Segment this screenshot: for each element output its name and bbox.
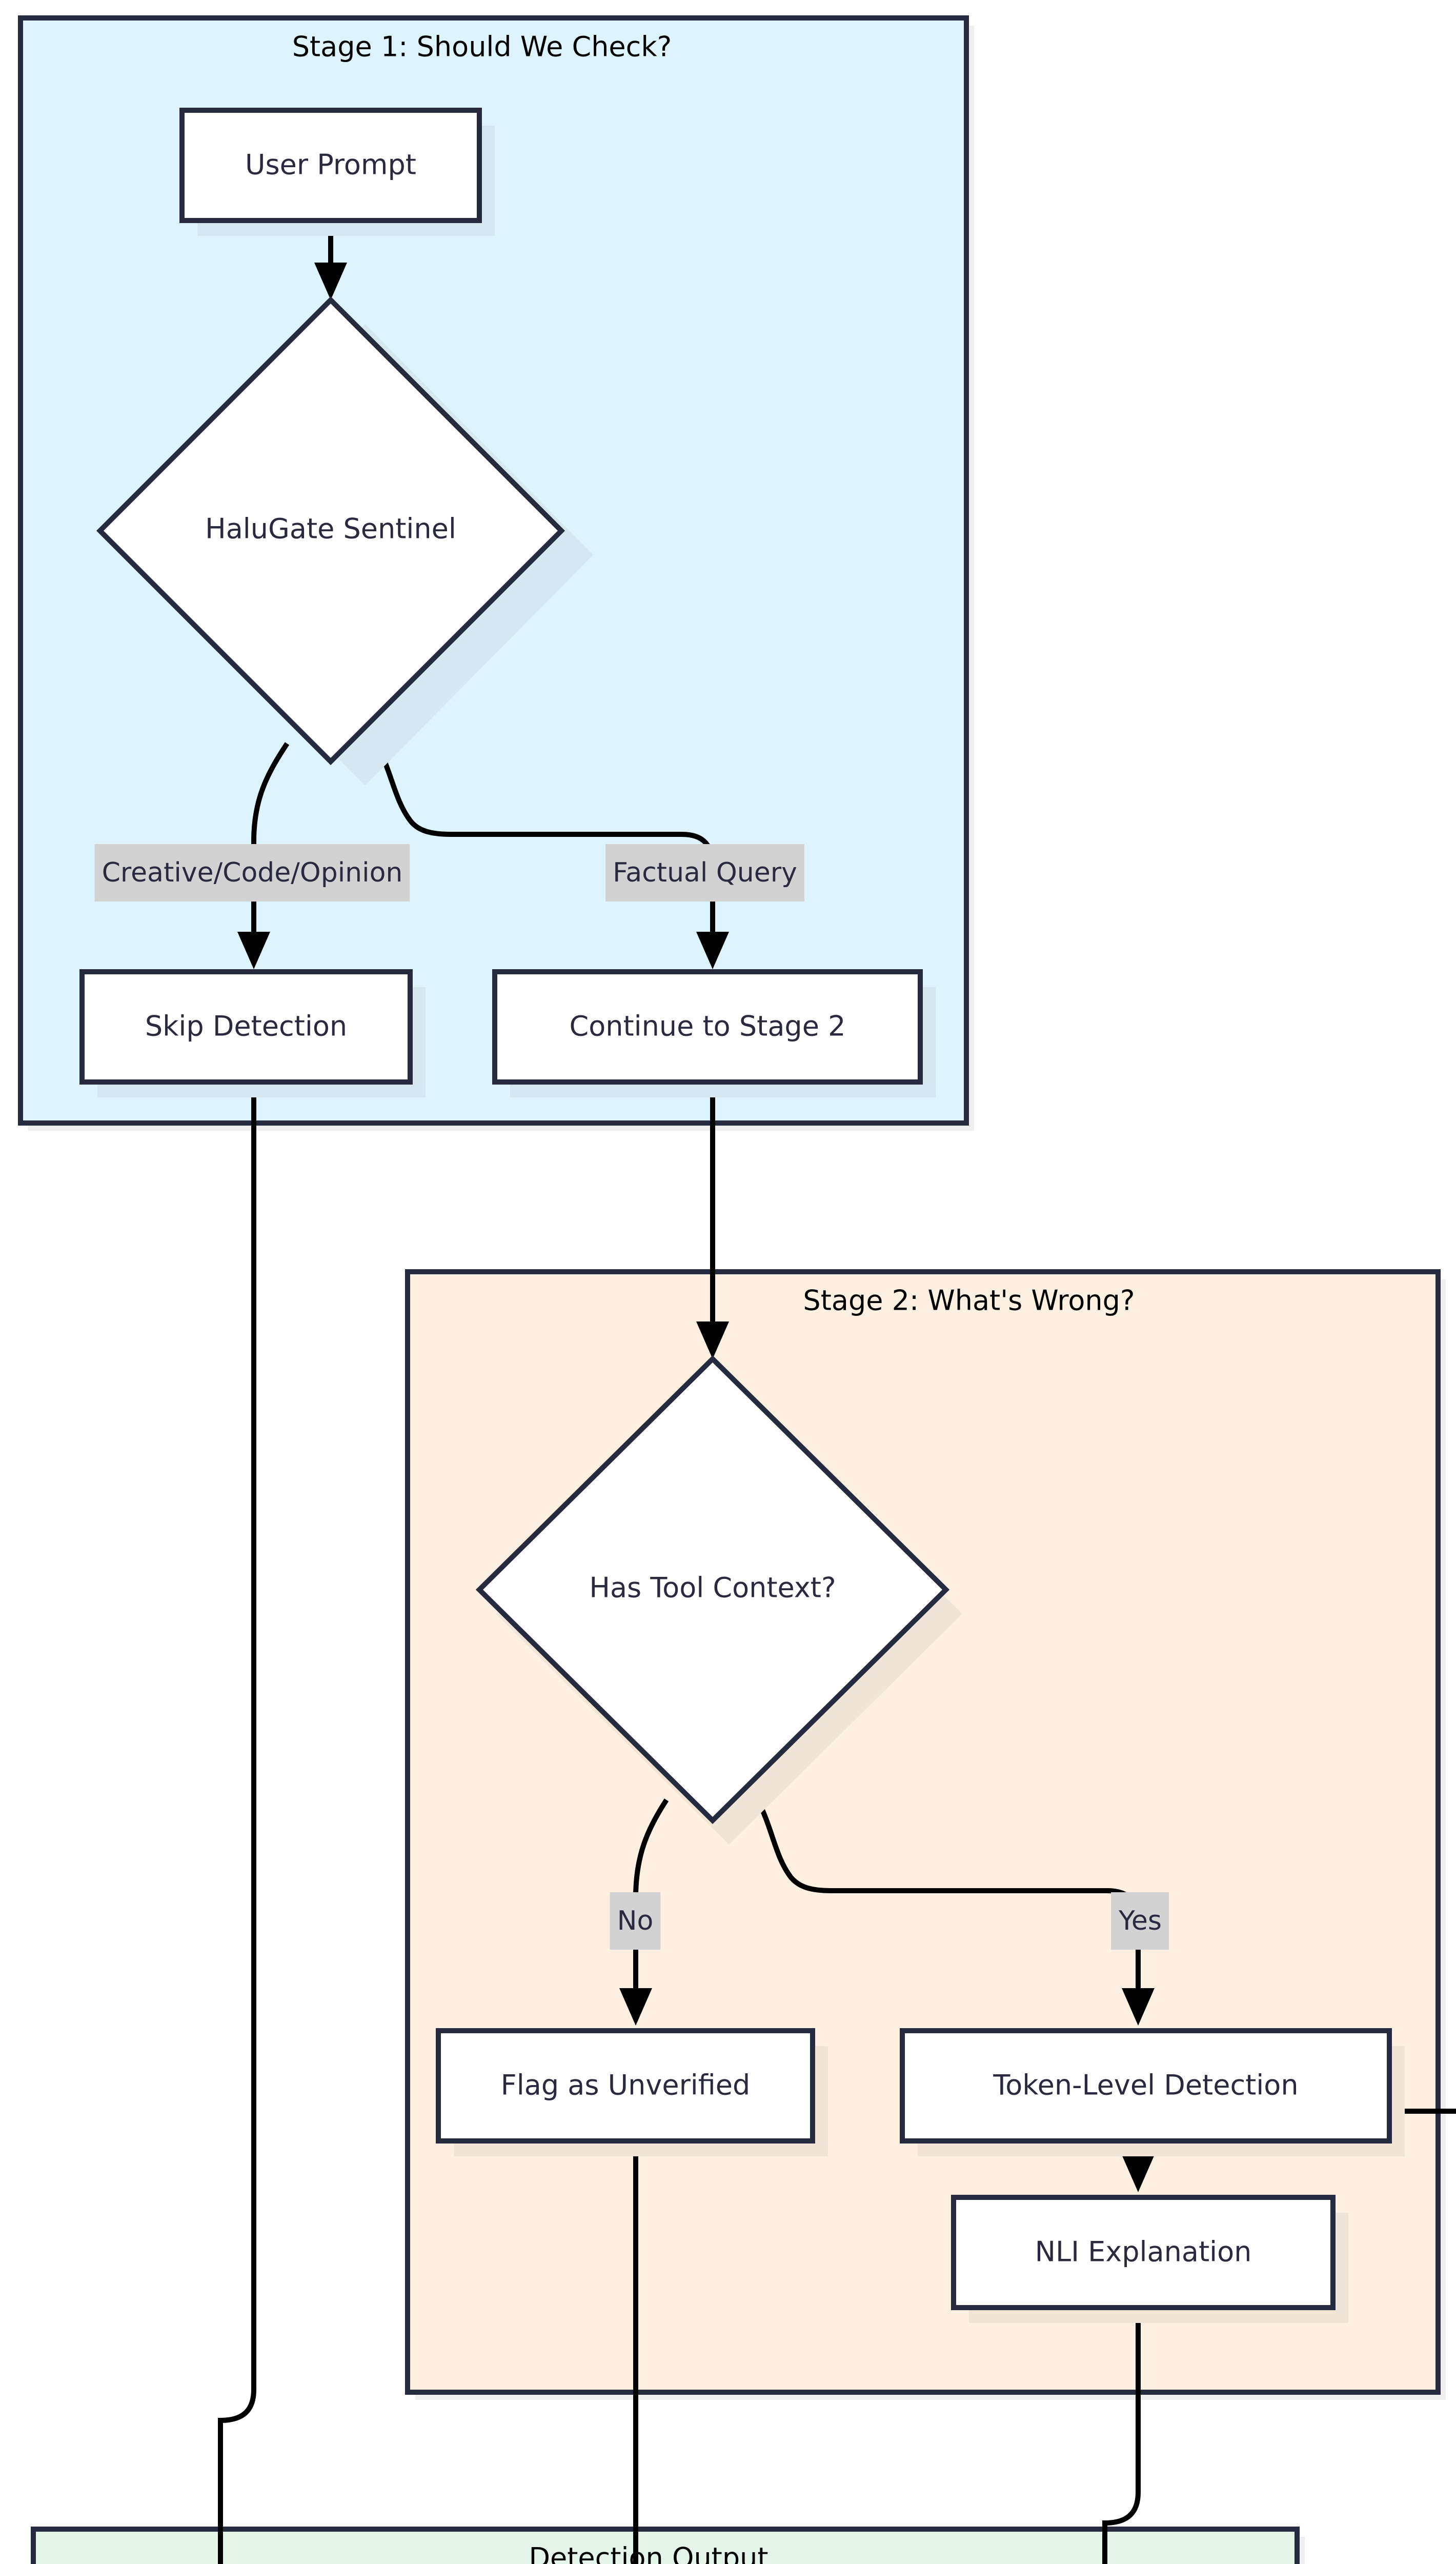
edge-label-factual-query-text: Factual Query [613, 857, 797, 888]
edge-label-creative-code-opinion: Creative/Code/Opinion [94, 844, 410, 902]
edge-sentinel-to-skip-detection [237, 742, 290, 969]
node-halugate-sentinel[interactable]: HaluGate Sentinel [96, 296, 565, 766]
edge-sentinel-to-continue-stage2 [374, 742, 729, 969]
edge-label-yes: Yes [1111, 1892, 1169, 1950]
node-halugate-sentinel-label: HaluGate Sentinel [205, 513, 456, 545]
node-nli-explanation[interactable]: NLI Explanation [951, 2195, 1336, 2310]
edge-flag-unverified-to-warning-header [633, 2141, 638, 2564]
edge-label-no: No [610, 1892, 661, 1950]
node-user-prompt-label: User Prompt [245, 149, 416, 181]
node-skip-detection-label: Skip Detection [145, 1010, 347, 1043]
output-cluster-title: Detection Output [529, 2542, 768, 2564]
stage1-cluster-title: Stage 1: Should We Check? [292, 31, 672, 63]
edge-has-tool-context-to-flag-unverified [619, 1798, 669, 2026]
edge-skip-detection-to-pass-through [218, 1054, 256, 2564]
edge-continue-stage2-to-has-tool-context [696, 1054, 729, 1359]
node-has-tool-context-label: Has Tool Context? [589, 1572, 836, 1604]
edge-nli-explanation-to-detailed-report [1102, 2308, 1141, 2564]
edge-label-factual-query: Factual Query [605, 844, 804, 902]
node-flag-as-unverified-label: Flag as Unverified [501, 2069, 751, 2101]
node-has-tool-context[interactable]: Has Tool Context? [475, 1355, 950, 1825]
stage2-cluster-title: Stage 2: What's Wrong? [803, 1285, 1135, 1317]
node-user-prompt[interactable]: User Prompt [179, 108, 482, 223]
node-nli-explanation-label: NLI Explanation [1035, 2236, 1252, 2268]
node-continue-to-stage-2-label: Continue to Stage 2 [570, 1010, 846, 1043]
node-token-level-detection-label: Token-Level Detection [993, 2069, 1298, 2101]
node-flag-as-unverified[interactable]: Flag as Unverified [436, 2028, 815, 2144]
node-continue-to-stage-2[interactable]: Continue to Stage 2 [492, 969, 923, 1085]
edge-label-creative-code-opinion-text: Creative/Code/Opinion [102, 857, 403, 888]
edge-label-yes-text: Yes [1118, 1906, 1162, 1936]
node-token-level-detection[interactable]: Token-Level Detection [900, 2028, 1392, 2144]
output-cluster [31, 2527, 1300, 2564]
edge-label-no-text: No [617, 1906, 654, 1936]
node-skip-detection[interactable]: Skip Detection [79, 969, 413, 1085]
